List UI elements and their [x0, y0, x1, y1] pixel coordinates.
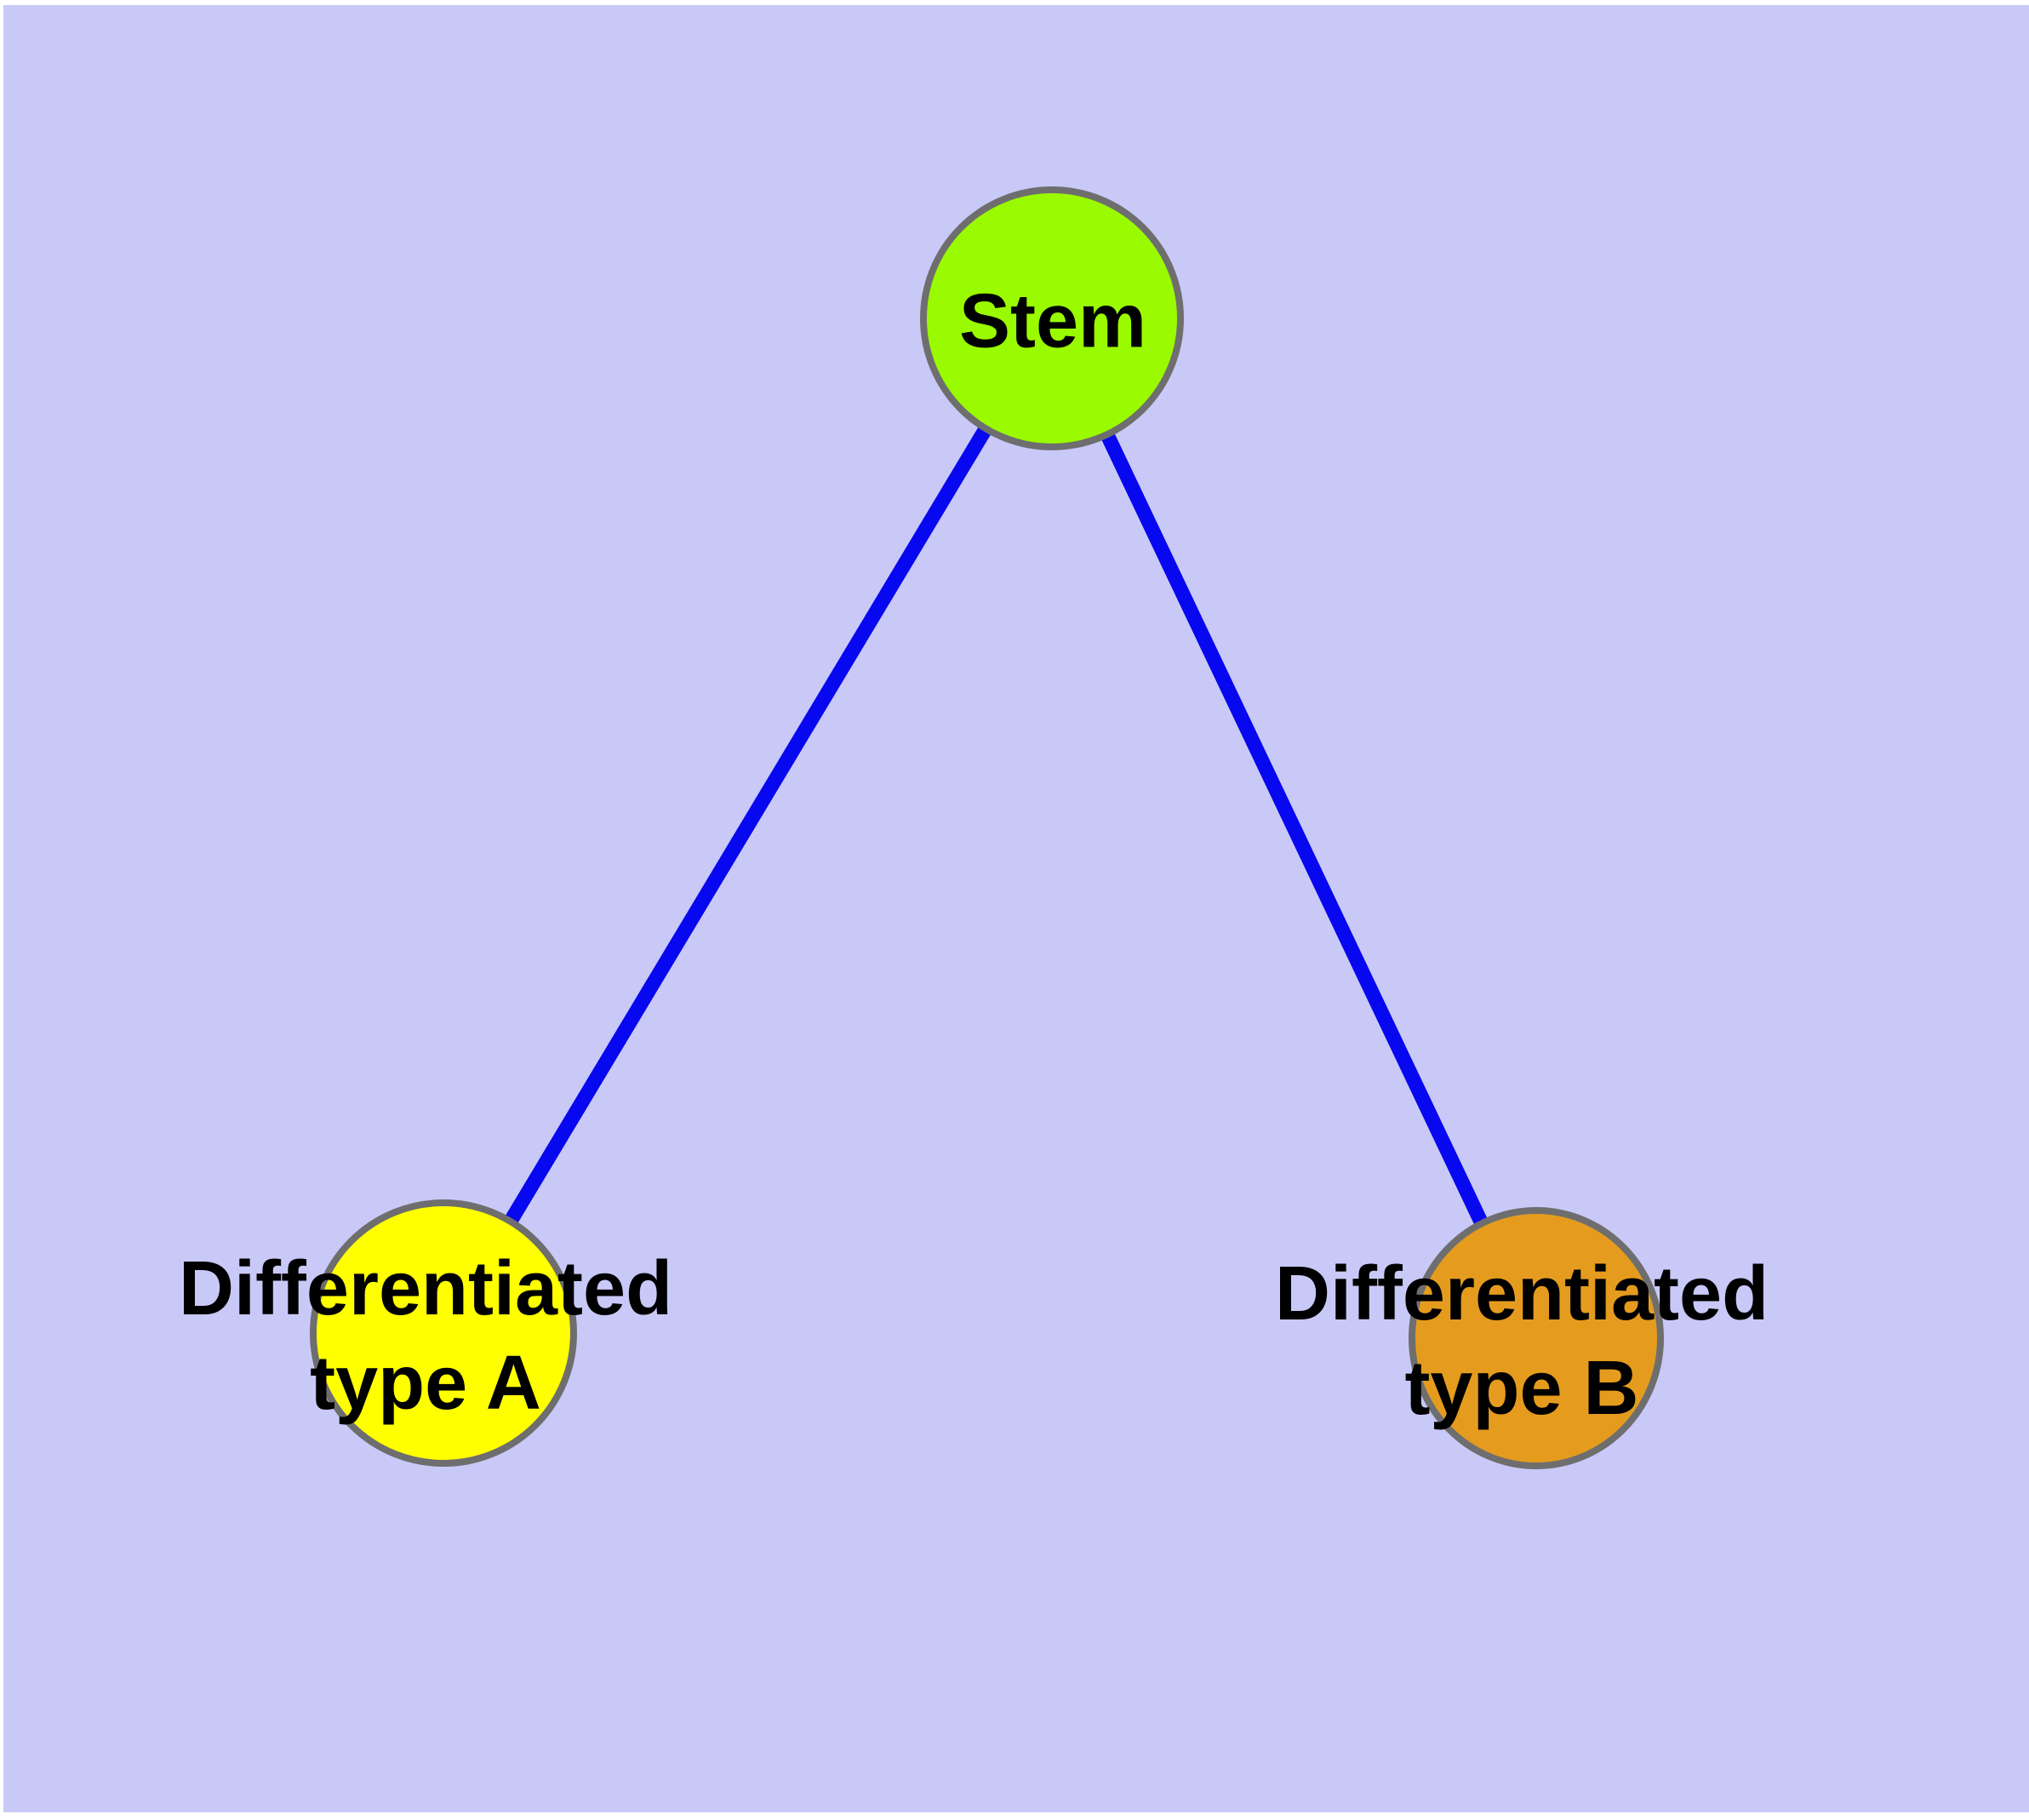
edge-stem-to-type-b [1045, 315, 1543, 1342]
node-differentiated-type-b-circle [1409, 1207, 1664, 1469]
node-differentiated-type-a-label: Differentiated type A [179, 1242, 672, 1431]
node-differentiated-type-b-label-line2: type B [1404, 1346, 1639, 1431]
node-differentiated-type-a-label-line2: type A [310, 1341, 541, 1426]
node-differentiated-type-b-label: Differentiated type B [1275, 1247, 1769, 1436]
node-stem-circle [920, 186, 1184, 450]
node-stem-label: Stem [959, 275, 1146, 369]
node-differentiated-type-a-label-line1: Differentiated [178, 1246, 673, 1331]
edge-stem-to-type-a [437, 314, 1059, 1337]
node-differentiated-type-b-label-line1: Differentiated [1274, 1251, 1769, 1336]
node-differentiated-type-a-circle [310, 1199, 577, 1467]
node-stem-label-line: Stem [958, 278, 1147, 364]
